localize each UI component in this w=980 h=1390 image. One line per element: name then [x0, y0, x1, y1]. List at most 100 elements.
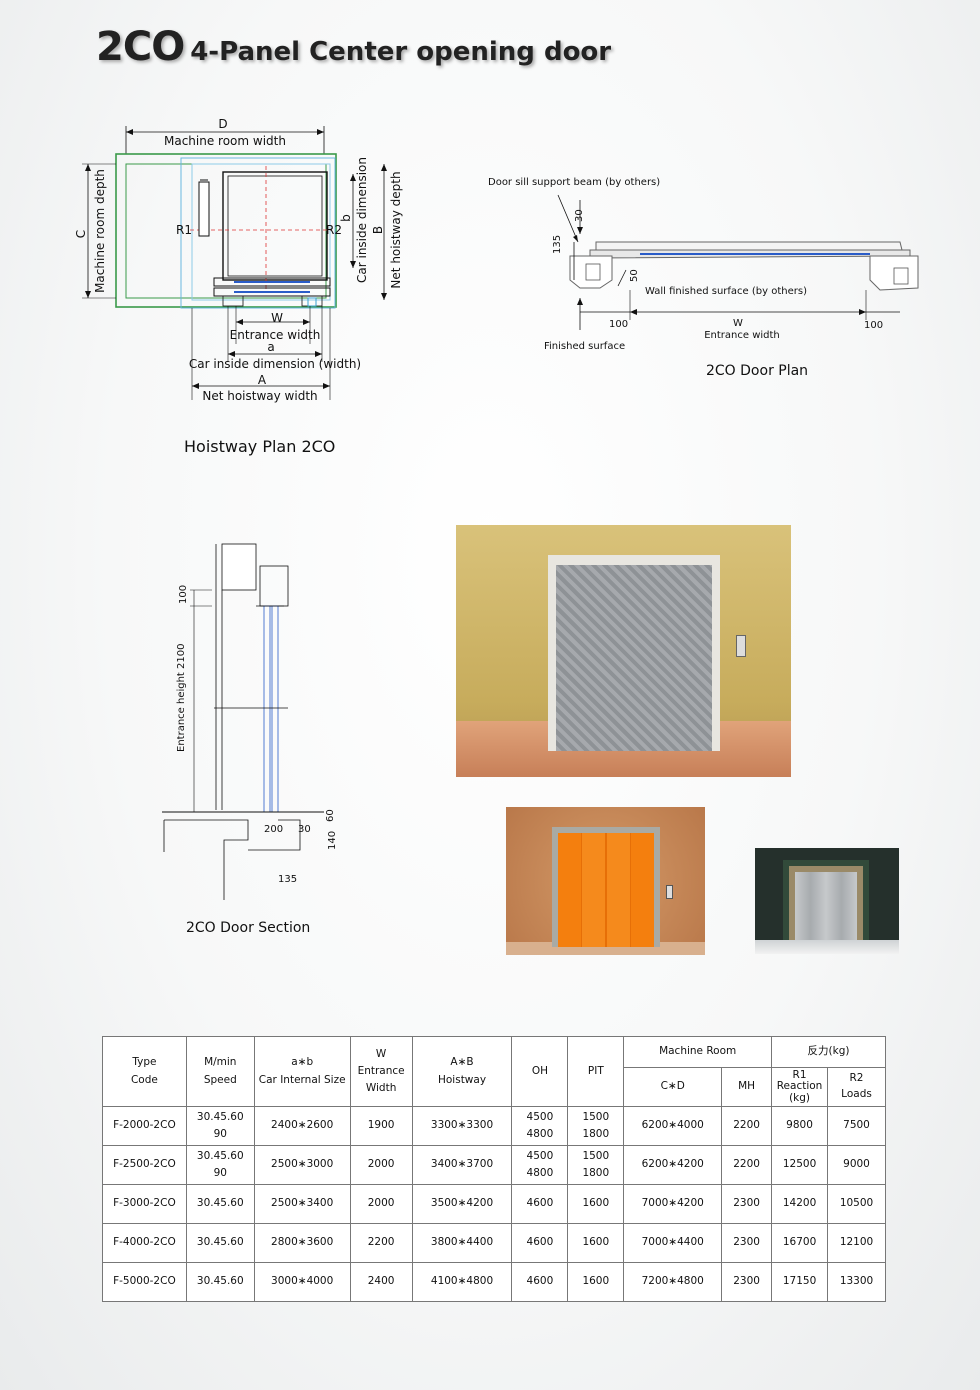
door-section-drawing: 100 Entrance height 2100 60 200 30 140 1… [162, 543, 338, 900]
cell-w: 2400 [349, 1262, 413, 1302]
cell-oh: 4600 [511, 1184, 569, 1224]
cell-pit: 1600 [567, 1223, 625, 1263]
label-W: W [271, 311, 283, 325]
cell-car: 3000∗4000 [253, 1262, 351, 1302]
cell-pit: 1600 [567, 1262, 625, 1302]
cell-r2: 12100 [827, 1223, 886, 1263]
label-finished-surface: Finished surface [544, 341, 625, 352]
cell-hoistway: 3500∗4200 [411, 1184, 513, 1224]
stainless-checkered-door-photo [456, 525, 791, 777]
label-entrance-height: Entrance height 2100 [176, 644, 187, 753]
cell-speed: 30.45.60 [185, 1184, 255, 1224]
label-d30: 30 [574, 209, 585, 222]
label-d100: 100 [178, 585, 189, 604]
cell-speed: 30.45.60 [185, 1262, 255, 1302]
cell-cd: 7200∗4800 [623, 1262, 723, 1302]
header-cd: C∗D [623, 1067, 723, 1107]
door-plan-caption: 2CO Door Plan [706, 363, 809, 379]
cell-r2: 9000 [827, 1145, 886, 1185]
cell-code: F-4000-2CO [102, 1223, 187, 1263]
cell-w: 2000 [349, 1145, 413, 1185]
header-reaction: 反力(kg) [771, 1036, 886, 1068]
cell-w: 2200 [349, 1223, 413, 1263]
label-d100-left: 100 [609, 319, 628, 330]
cell-mh: 2200 [721, 1106, 773, 1146]
cell-code: F-5000-2CO [102, 1262, 187, 1302]
label-R1: R1 [176, 223, 192, 237]
door-section-caption: 2CO Door Section [186, 920, 311, 936]
header-machine-room: Machine Room [623, 1036, 773, 1068]
label-net-hoistway-depth: Net hoistway depth [389, 171, 403, 288]
cell-cd: 6200∗4200 [623, 1145, 723, 1185]
cell-car: 2400∗2600 [253, 1106, 351, 1146]
cell-r2: 13300 [827, 1262, 886, 1302]
cell-cd: 7000∗4200 [623, 1184, 723, 1224]
cell-mh: 2300 [721, 1223, 773, 1263]
cell-mh: 2300 [721, 1184, 773, 1224]
label-a: a [267, 340, 274, 354]
cell-car: 2500∗3000 [253, 1145, 351, 1185]
label-R2: R2 [326, 223, 342, 237]
cell-mh: 2200 [721, 1145, 773, 1185]
cell-speed: 30.45.60 [185, 1223, 255, 1263]
cell-w: 1900 [349, 1106, 413, 1146]
label-d60: 60 [325, 809, 336, 822]
label-machine-room-width: Machine room width [164, 134, 286, 148]
label-C: C [74, 230, 88, 238]
label-d100-right: 100 [864, 320, 883, 331]
label-d135: 135 [552, 235, 563, 254]
orange-door-photo [506, 807, 705, 955]
label-car-inside-dimension: Car inside dimension [355, 157, 369, 283]
cell-mh: 2300 [721, 1262, 773, 1302]
cell-hoistway: 3800∗4400 [411, 1223, 513, 1263]
label-d50: 50 [629, 269, 640, 282]
label-b: b [339, 214, 353, 222]
cell-oh: 4600 [511, 1223, 569, 1263]
cell-car: 2500∗3400 [253, 1184, 351, 1224]
cell-car: 2800∗3600 [253, 1223, 351, 1263]
cell-w: 2000 [349, 1184, 413, 1224]
cell-cd: 6200∗4000 [623, 1106, 723, 1146]
label-machine-room-depth: Machine room depth [93, 169, 107, 293]
cell-r1: 17150 [771, 1262, 829, 1302]
label-sill-beam: Door sill support beam (by others) [488, 177, 660, 188]
cell-code: F-2500-2CO [102, 1145, 187, 1185]
cell-r1: 9800 [771, 1106, 829, 1146]
cell-hoistway: 4100∗4800 [411, 1262, 513, 1302]
cell-code: F-3000-2CO [102, 1184, 187, 1224]
cell-pit: 1600 [567, 1184, 625, 1224]
hoistway-plan-caption: Hoistway Plan 2CO [184, 437, 336, 456]
title-code: 2CO [96, 24, 185, 70]
cell-r1: 14200 [771, 1184, 829, 1224]
cell-hoistway: 3400∗3700 [411, 1145, 513, 1185]
label-D: D [218, 117, 227, 131]
label-car-inside-width: Car inside dimension (width) [189, 357, 361, 371]
steel-door-green-frame-photo [755, 848, 899, 954]
label-wall-finished: Wall finished surface (by others) [645, 286, 807, 297]
cell-r2: 10500 [827, 1184, 886, 1224]
door-plan-drawing: Door sill support beam (by others) 30 13… [488, 177, 919, 352]
cell-cd: 7000∗4400 [623, 1223, 723, 1263]
cell-r1: 12500 [771, 1145, 829, 1185]
label-A: A [258, 373, 267, 387]
label-d30: 30 [298, 824, 311, 835]
label-d135: 135 [278, 874, 297, 885]
